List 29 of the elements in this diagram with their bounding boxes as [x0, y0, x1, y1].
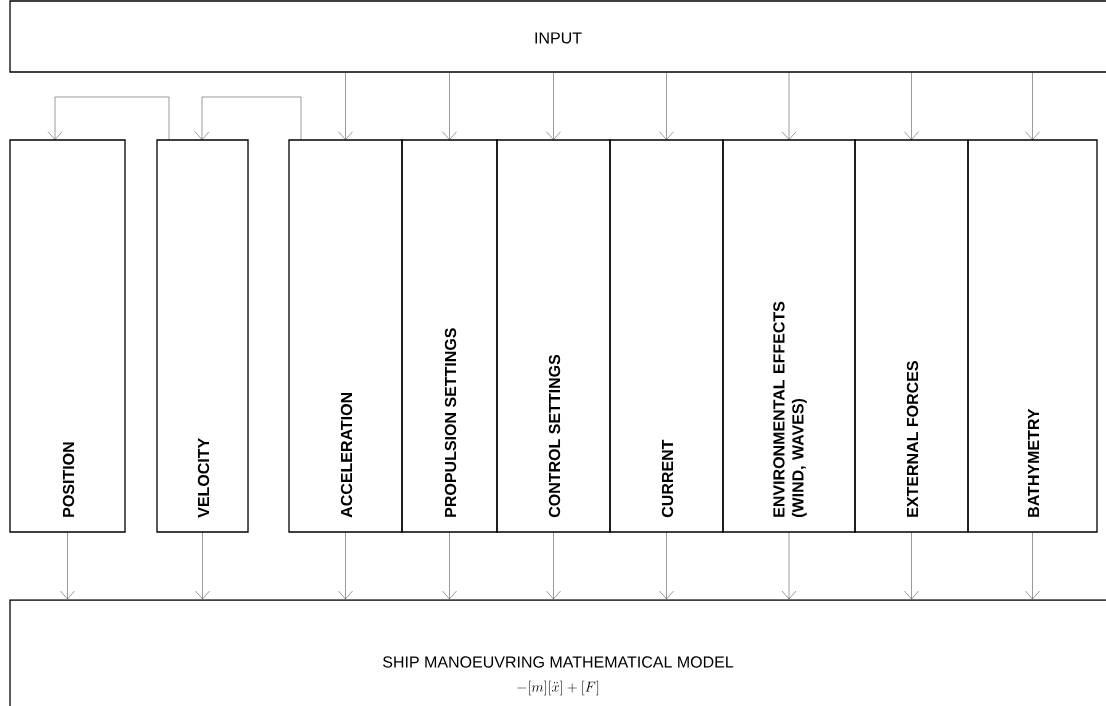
vertical-box: CURRENT [609, 139, 724, 533]
arrow [195, 531, 210, 600]
arrow [659, 72, 674, 140]
arrow [47, 96, 170, 141]
vertical-box: PROPULSION SETTINGS [401, 139, 498, 533]
vertical-box: EXTERNAL FORCES [854, 139, 969, 533]
vertical-box: ENVIRONMENTAL EFFECTS (WIND, WAVES) [722, 139, 856, 533]
model-box: SHIP MANOEUVRING MATHEMATICAL MODEL $-[m][\ddot{x}]+[F]$ [9, 599, 1106, 706]
arrow [442, 72, 457, 140]
arrow [194, 96, 302, 141]
arrow [904, 531, 919, 600]
vertical-box: ACCELERATION [288, 139, 403, 533]
arrow [546, 72, 561, 140]
arrow [338, 72, 353, 140]
arrow [60, 531, 75, 600]
arrow [781, 531, 797, 600]
vertical-box: POSITION [9, 139, 126, 533]
arrow [546, 531, 561, 600]
arrow [904, 72, 919, 140]
arrow [781, 72, 797, 140]
input-box: INPUT [9, 0, 1106, 73]
arrow [659, 531, 674, 600]
vertical-box: BATHYMETRY [967, 139, 1098, 533]
vertical-box: CONTROL SETTINGS [496, 139, 611, 533]
arrow [442, 531, 457, 600]
arrow [1025, 531, 1040, 600]
arrow [1025, 72, 1040, 140]
vertical-box: VELOCITY [156, 139, 249, 533]
arrow [338, 531, 353, 600]
